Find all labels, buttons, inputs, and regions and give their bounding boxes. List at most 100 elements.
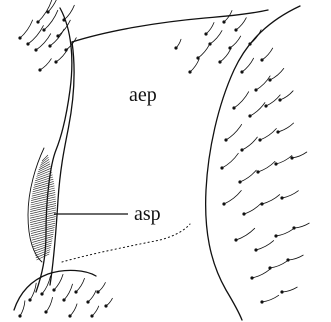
seta-socket (260, 300, 263, 303)
seta-hair (252, 269, 270, 278)
seta-hair (230, 36, 241, 48)
label-asp: asp (134, 203, 161, 225)
seta-hair (236, 18, 246, 30)
right-margin-line (206, 6, 300, 320)
seta-socket (86, 300, 89, 303)
seta-hair (38, 0, 52, 22)
seta-socket (42, 28, 45, 31)
spiracle-outline (28, 148, 44, 262)
top-margin-line (72, 10, 268, 42)
seta-hair (234, 92, 249, 108)
seta-socket (276, 130, 279, 133)
seta-hair (42, 276, 51, 294)
seta-hair (258, 161, 275, 172)
seta-hair (54, 274, 63, 290)
setae-bottom-left (18, 274, 112, 317)
seta-socket (254, 88, 257, 91)
seta-socket (258, 138, 261, 141)
seta-hair (64, 5, 74, 20)
seta-socket (240, 70, 243, 73)
seta-hair (270, 68, 284, 80)
seta-socket (238, 180, 241, 183)
seta-socket (36, 20, 39, 23)
seta-socket (220, 166, 223, 169)
seta-hair (276, 229, 293, 236)
seta-hair (282, 191, 298, 198)
seta-hair (278, 123, 294, 132)
seta-socket (34, 48, 37, 51)
seta-socket (48, 44, 51, 47)
seta-hair (222, 153, 238, 168)
seta-hair (50, 29, 64, 46)
seta-hair (226, 124, 242, 140)
seta-socket (274, 162, 277, 165)
seta-hair (242, 58, 254, 72)
seta-hair (30, 283, 36, 300)
seta-hair (92, 306, 99, 316)
seta-socket (280, 290, 283, 293)
seta-socket (268, 266, 271, 269)
seta-socket (68, 314, 71, 317)
seta-hair (282, 287, 297, 292)
seta-socket (62, 298, 65, 301)
seta-socket (260, 202, 263, 205)
seta-hair (20, 20, 33, 38)
seta-hair (224, 191, 241, 205)
seta-socket (204, 32, 207, 35)
seta-hair (262, 195, 280, 204)
seta-socket (234, 238, 237, 241)
seta-socket (28, 298, 31, 301)
seta-hair (206, 23, 214, 35)
seta-socket (52, 288, 55, 291)
plate-outlines (14, 6, 300, 320)
seta-hair (190, 59, 199, 72)
seta-socket (254, 248, 257, 251)
seta-hair (88, 291, 96, 303)
seta-hair (266, 95, 280, 106)
inner-left-line (50, 42, 74, 285)
seta-socket (18, 314, 21, 317)
seta-socket (64, 48, 67, 51)
seta-socket (292, 226, 295, 229)
seta-socket (278, 98, 281, 101)
seta-socket (54, 60, 57, 63)
seta-hair (64, 284, 73, 300)
label-aep: aep (129, 84, 157, 106)
seta-socket (264, 104, 267, 107)
seta-hair (70, 304, 77, 316)
seta-hair (242, 137, 257, 150)
seta-socket (174, 46, 177, 49)
seta-socket (26, 42, 29, 45)
seta-hair (250, 103, 265, 116)
seta-hair (276, 156, 292, 165)
seta-socket (208, 42, 211, 45)
seta-hair (270, 261, 287, 268)
seta-socket (260, 58, 263, 61)
seta-socket (44, 310, 47, 313)
setae-top-left (18, 0, 76, 72)
seta-socket (286, 258, 289, 261)
seta-hair (220, 50, 230, 62)
seta-socket (248, 114, 251, 117)
seta-hair (210, 31, 222, 44)
seta-hair (40, 59, 51, 70)
seta-hair (240, 170, 256, 182)
seta-socket (256, 170, 259, 173)
seta-socket (218, 60, 221, 63)
seta-socket (40, 292, 43, 295)
seta-hair (288, 255, 303, 260)
seta-socket (56, 34, 59, 37)
spiracle-hatched-area (30, 155, 56, 260)
seta-socket (96, 290, 99, 293)
seta-socket (240, 148, 243, 151)
seta-socket (74, 290, 77, 293)
seta-socket (290, 156, 293, 159)
seta-socket (222, 20, 225, 23)
seta-socket (18, 36, 21, 39)
seta-hair (46, 297, 53, 312)
seta-hair (198, 44, 210, 58)
seta-socket (62, 18, 65, 21)
seta-socket (46, 10, 49, 13)
